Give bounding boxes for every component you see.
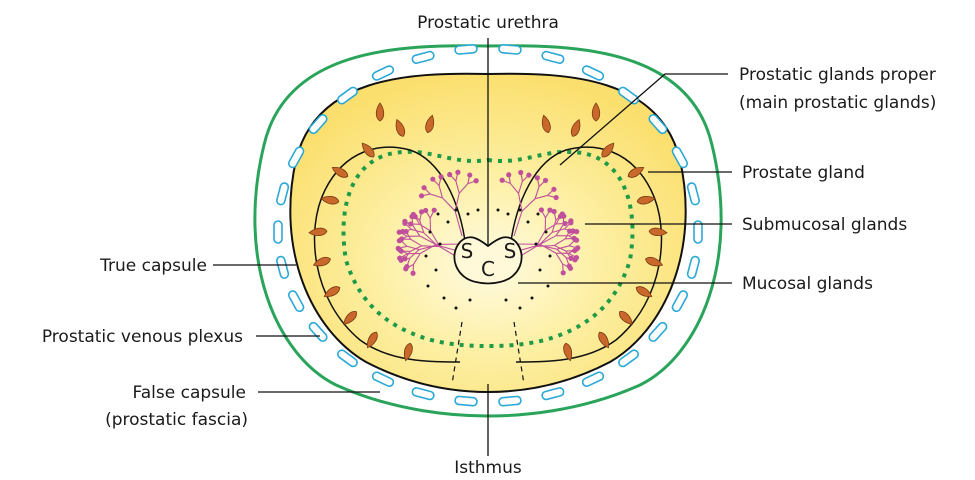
mucosal-gland-dot <box>425 255 428 258</box>
submucosal-gland-dot <box>402 219 407 224</box>
submucosal-gland-dot <box>447 172 452 177</box>
label-submucosal-glands: Submucosal glands <box>742 215 907 235</box>
submucosal-gland-dot <box>551 187 556 192</box>
submucosal-gland-dot <box>526 172 531 177</box>
mucosal-gland-dot <box>437 213 440 216</box>
submucosal-gland-dot <box>430 177 435 182</box>
submucosal-gland-dot <box>455 170 460 175</box>
urethra-letter-left: S <box>461 239 474 263</box>
submucosal-gland-dot <box>561 214 566 219</box>
submucosal-gland-dot <box>403 266 408 271</box>
mucosal-gland-dot <box>447 221 450 224</box>
submucosal-gland-dot <box>409 214 414 219</box>
mucosal-gland-dot <box>467 213 470 216</box>
venous-plexus-vessel <box>499 396 522 406</box>
submucosal-gland-dot <box>574 229 579 234</box>
submucosal-gland-dot <box>419 209 424 214</box>
submucosal-gland-dot <box>397 247 402 252</box>
mucosal-gland-dot <box>477 209 480 212</box>
mucosal-gland-dot <box>531 297 534 300</box>
mucosal-gland-dot <box>497 209 500 212</box>
mucosal-gland-dot <box>443 297 446 300</box>
submucosal-gland-dot <box>574 255 579 260</box>
submucosal-gland-dot <box>419 193 424 198</box>
venous-plexus-vessel <box>274 221 282 243</box>
mucosal-gland-dot <box>505 299 508 302</box>
submucosal-gland-dot <box>474 178 479 183</box>
label-mucosal-glands: Mucosal glands <box>742 274 873 294</box>
mucosal-gland-dot <box>469 299 472 302</box>
submucosal-gland-dot <box>574 246 579 251</box>
label-glands-proper-line1: Prostatic glands proper <box>739 65 936 85</box>
mucosal-gland-dot <box>537 213 540 216</box>
submucosal-gland-dot <box>574 238 579 243</box>
submucosal-gland-dot <box>552 209 557 214</box>
mucosal-gland-dot <box>545 231 548 234</box>
submucosal-gland-dot <box>506 172 511 177</box>
submucosal-gland-dot <box>467 172 472 177</box>
label-false-capsule-line2: (prostatic fascia) <box>105 410 248 430</box>
submucosal-gland-dot <box>397 238 402 243</box>
venous-plexus-vessel <box>455 396 478 406</box>
mucosal-gland-dot <box>535 243 538 246</box>
mucosal-gland-dot <box>439 243 442 246</box>
urethra-letter-right: S <box>504 239 517 263</box>
label-prostate-gland: Prostate gland <box>742 163 865 183</box>
mucosal-gland-dot <box>519 307 522 310</box>
submucosal-gland-dot <box>421 185 426 190</box>
mucosal-gland-dot <box>427 285 430 288</box>
submucosal-gland-dot <box>535 175 540 180</box>
submucosal-gland-dot <box>500 178 505 183</box>
mucosal-gland-dot <box>429 231 432 234</box>
mucosal-gland-dot <box>549 255 552 258</box>
venous-plexus-vessel <box>455 44 478 54</box>
label-prostatic-urethra: Prostatic urethra <box>417 13 559 33</box>
submucosal-gland-dot <box>410 271 415 276</box>
venous-plexus-vessel <box>499 44 522 54</box>
submucosal-gland-dot <box>518 170 523 175</box>
submucosal-gland-dot <box>397 230 402 235</box>
mucosal-gland-dot <box>455 307 458 310</box>
submucosal-gland-dot <box>561 270 566 275</box>
submucosal-gland-dot <box>438 174 443 179</box>
submucosal-gland-dot <box>568 218 573 223</box>
label-false-capsule-line1: False capsule <box>133 383 246 403</box>
mucosal-gland-dot <box>527 221 530 224</box>
label-isthmus: Isthmus <box>454 458 522 478</box>
urethra-letter-center: C <box>481 257 495 281</box>
mucosal-gland-dot <box>435 269 438 272</box>
label-glands-proper-line2: (main prostatic glands) <box>739 93 936 113</box>
submucosal-gland-dot <box>432 208 437 213</box>
label-prostatic-venous-plexus: Prostatic venous plexus <box>42 327 243 347</box>
mucosal-gland-dot <box>519 209 522 212</box>
mucosal-gland-dot <box>547 285 550 288</box>
mucosal-gland-dot <box>539 269 542 272</box>
submucosal-gland-dot <box>539 207 544 212</box>
label-true-capsule: True capsule <box>99 256 207 276</box>
mucosal-gland-dot <box>455 209 458 212</box>
mucosal-gland-dot <box>507 213 510 216</box>
submucosal-gland-dot <box>543 178 548 183</box>
submucosal-gland-dot <box>568 266 573 271</box>
submucosal-gland-dot <box>554 195 559 200</box>
submucosal-gland-dot <box>397 256 402 261</box>
